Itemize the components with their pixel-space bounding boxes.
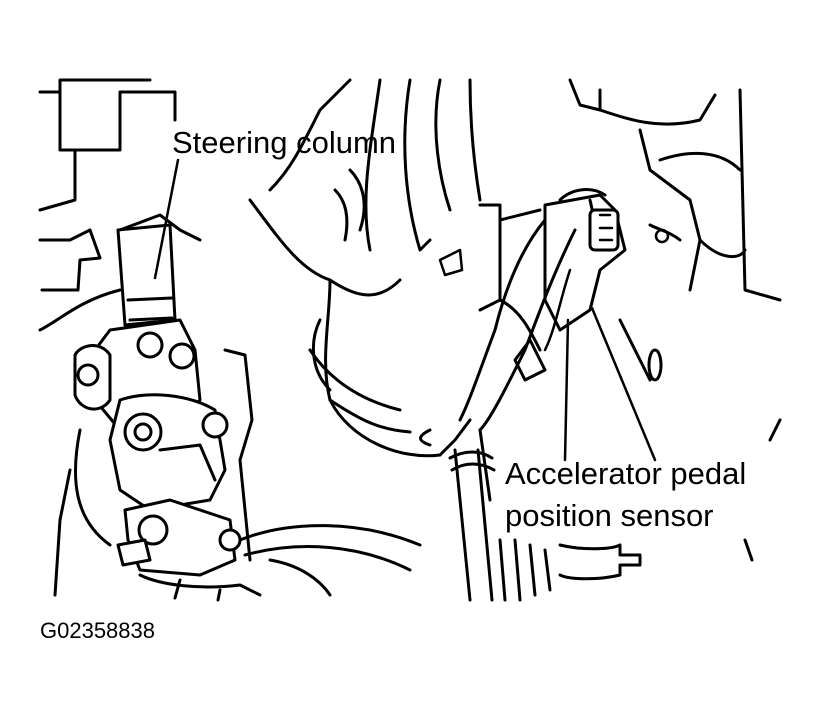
wiring-harness <box>248 78 482 458</box>
figure-code: G02358838 <box>40 618 155 643</box>
label-steering-column: Steering column <box>172 125 396 160</box>
sensor-leader-1 <box>563 318 570 462</box>
pedal-rod <box>448 428 642 602</box>
dash-housing <box>38 78 202 332</box>
sensor-leader-2 <box>590 306 657 462</box>
steering-column-leader <box>153 158 180 280</box>
label-accelerator-line1: Accelerator pedal <box>505 456 746 491</box>
accelerator-pedal-position-sensor-part <box>458 188 627 432</box>
label-accelerator-line2: position sensor <box>505 498 714 533</box>
steering-column-part <box>53 223 254 597</box>
right-panel <box>568 78 782 562</box>
pedal-base <box>138 524 422 602</box>
